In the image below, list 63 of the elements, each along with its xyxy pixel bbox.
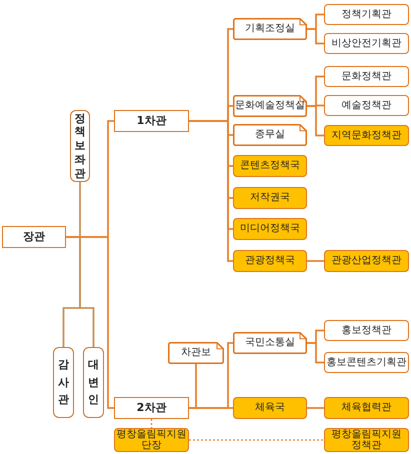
unit-name: 장관	[23, 230, 45, 244]
org-unit-box	[168, 342, 224, 364]
org-unit-box	[324, 66, 409, 87]
unit-name: 종무실	[255, 129, 285, 141]
unit-name: 대변인	[88, 357, 99, 408]
unit-name: 지역문화정책관	[332, 130, 402, 142]
connector-line	[307, 28, 324, 44]
org-unit-box	[233, 18, 307, 40]
org-unit-box	[114, 397, 189, 419]
vertical-org-box	[70, 110, 90, 182]
connector-line	[307, 105, 324, 136]
unit-name: 평창올림픽지원단장	[116, 428, 188, 452]
unit-name: 콘텐츠정책국	[240, 160, 300, 172]
connector-line	[150, 419, 152, 428]
unit-name: 미디어정책국	[240, 223, 300, 235]
org-unit-box	[324, 320, 409, 341]
unit-name: 관광정책국	[245, 255, 295, 267]
org-unit-box	[233, 155, 307, 177]
unit-name: 감사관	[58, 357, 69, 408]
org-unit-box	[233, 332, 307, 354]
org-unit-box	[324, 95, 409, 116]
connector-line	[189, 439, 324, 441]
unit-name: 문화정책관	[342, 70, 392, 82]
unit-name: 예술정책관	[342, 100, 392, 112]
connector-line	[307, 342, 324, 364]
unit-name: 홍보콘텐츠기획관	[326, 356, 406, 368]
org-unit-box	[233, 124, 307, 146]
org-unit-box	[324, 125, 409, 146]
unit-name: 관광산업정책관	[332, 255, 402, 267]
org-unit-box	[2, 226, 66, 248]
org-unit-box	[324, 397, 409, 419]
org-unit-box	[233, 95, 307, 117]
unit-name: 평창올림픽지원정책관	[330, 428, 402, 452]
org-unit-box	[324, 33, 409, 54]
org-unit-box	[324, 352, 409, 373]
unit-name: 체육국	[255, 402, 285, 414]
unit-name: 기획조정실	[245, 23, 295, 35]
unit-name: 2차관	[136, 402, 166, 414]
org-unit-box	[324, 428, 409, 452]
unit-name: 차관보	[181, 347, 211, 359]
unit-name: 1차관	[136, 114, 166, 128]
connector-line	[307, 260, 324, 262]
unit-name: 정책보좌관	[74, 112, 86, 180]
unit-name: 체육협력관	[342, 402, 392, 414]
org-unit-box	[324, 250, 409, 272]
connector-line	[66, 236, 114, 409]
connector-line	[189, 407, 233, 409]
unit-name: 홍보정책관	[342, 324, 392, 336]
org-unit-box	[233, 250, 307, 272]
vertical-org-box	[83, 347, 104, 418]
connector-line	[307, 407, 324, 409]
unit-name: 저작권국	[250, 192, 290, 204]
org-unit-box	[114, 110, 189, 132]
org-unit-box	[233, 218, 307, 240]
vertical-org-box	[53, 347, 74, 418]
org-unit-box	[233, 397, 307, 419]
connector-line	[189, 120, 233, 262]
unit-name: 국민소통실	[245, 337, 295, 349]
org-unit-box	[233, 187, 307, 209]
unit-name: 문화예술정책실	[235, 100, 305, 112]
org-unit-box	[324, 4, 409, 25]
unit-name: 비상안전기획관	[332, 38, 402, 50]
unit-name: 정책기획관	[342, 8, 392, 20]
